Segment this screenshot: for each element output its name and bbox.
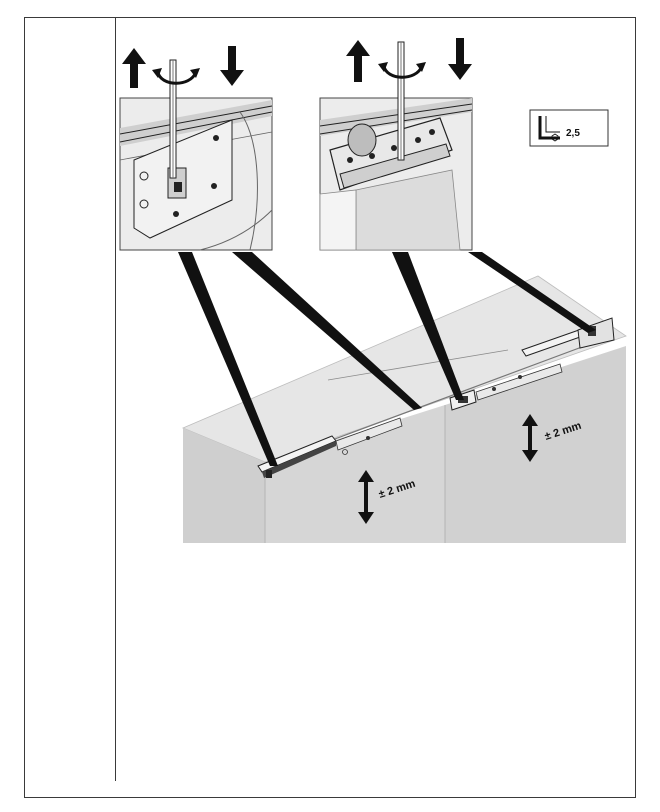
hex-key-size-label: 2,5 (566, 128, 580, 139)
page-frame (24, 17, 636, 798)
fitting-left (335, 417, 403, 455)
arrow-up-icon (346, 40, 370, 82)
arrow-down-icon (220, 46, 244, 86)
margin-rule (115, 17, 116, 781)
hex-key-box: 2,5 (529, 109, 609, 147)
adjust-arrows-right (346, 38, 472, 82)
rotate-arrow-icon (378, 62, 426, 79)
adjust-arrows-left (122, 46, 244, 88)
detail-inset-right (319, 41, 473, 251)
cabinet (181, 275, 627, 543)
cabinet-top (181, 275, 627, 463)
cabinet-side (183, 428, 265, 543)
front-door-left (265, 405, 445, 543)
detail-inset-left (119, 59, 273, 251)
arrow-down-icon (448, 38, 472, 80)
arrow-up-icon (122, 48, 146, 88)
double-arrow-icon (522, 414, 538, 462)
callout-beams (178, 252, 596, 466)
hex-key-icon (538, 116, 560, 142)
damper-right (521, 317, 615, 357)
double-arrow-icon (358, 470, 374, 524)
rotate-arrow-icon (152, 68, 200, 85)
